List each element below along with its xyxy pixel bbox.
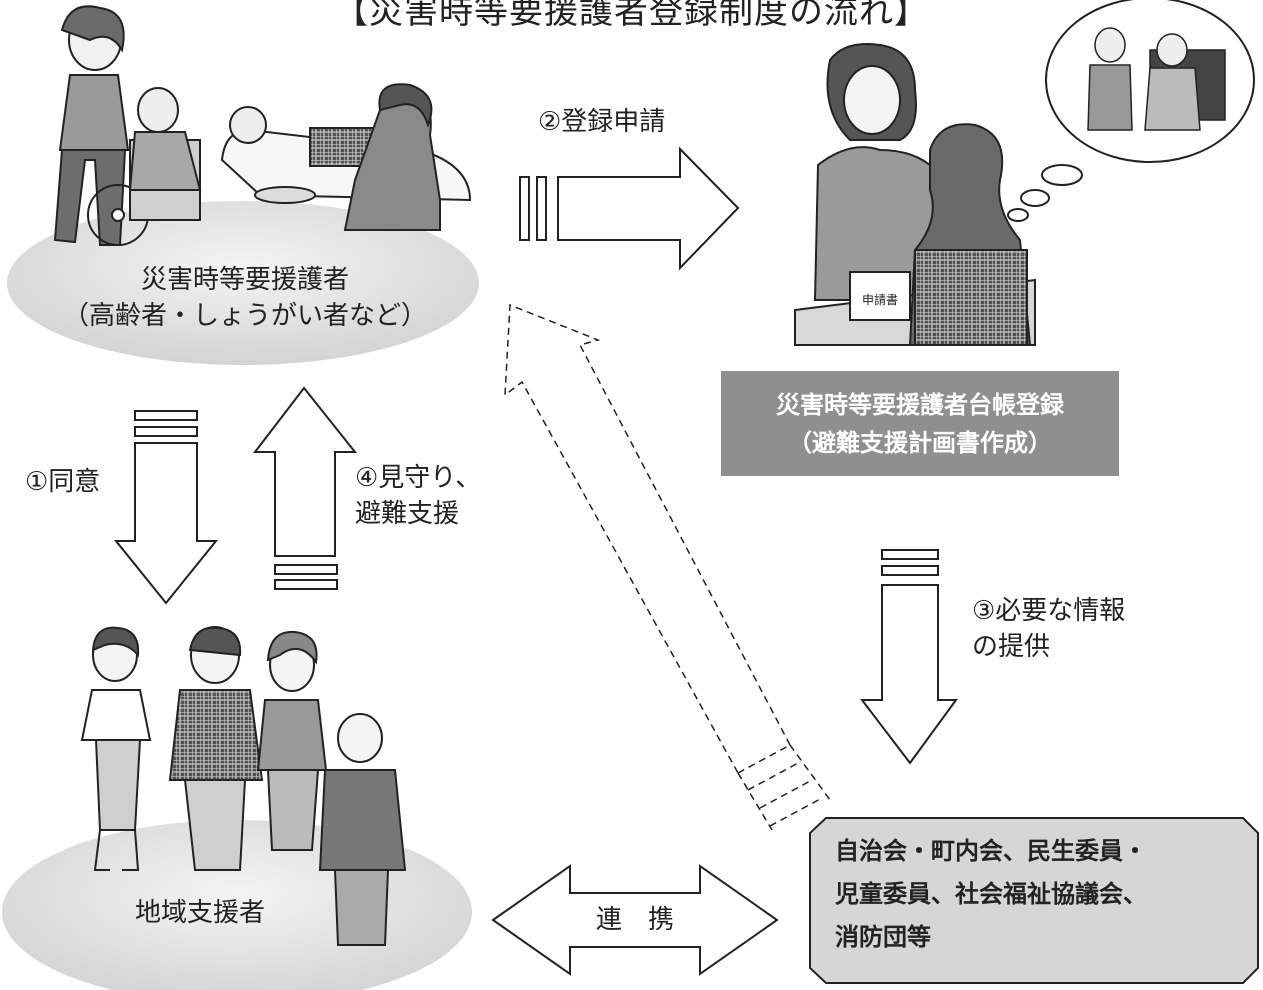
registration-arrow [519,146,740,271]
watch-support-arrow [252,386,358,590]
organizations-line3: 消防団等 [835,923,931,951]
registry-line2: （避難支援計画書作成） [788,428,1052,457]
step-consent-label: ①同意 [25,467,101,497]
info-provision-arrow [859,549,958,765]
step-watch-label: ④見守り、 避難支援 [355,460,481,532]
elderly-couple-illustration [1087,27,1226,131]
page-title: 【災害時等要援護者登録制度の流れ】 [334,0,929,32]
step-watch-line1: ④見守り、 [355,463,482,493]
local-supporters-illustration [80,626,407,946]
cooperation-arrow [491,864,779,976]
registry-line1: 災害時等要援護者台帳登録 [776,390,1064,419]
local-supporters-label: 地域支援者 [135,898,266,928]
requiring-help-line2: （高齢者・しょうがい者など） [62,301,427,331]
organizations-line2: 児童委員、社会福祉協議会、 [835,880,1147,908]
dashed-feedback-arrow [504,303,831,831]
bedridden-elder-illustration [220,83,472,231]
requiring-help-ellipse [7,201,479,365]
step-watch-line2: 避難支援 [355,499,460,529]
registry-box: 災害時等要援護者台帳登録 （避難支援計画書作成） [721,371,1119,476]
step-registration-label: ②登録申請 [538,107,666,137]
caregiver-wheelchair-illustration [53,5,202,246]
step-info-label: ③必要な情報 の提供 [972,593,1125,665]
requiring-help-label: 災害時等要援護者 （高齢者・しょうがい者など） [60,262,430,334]
consultation-illustration [794,43,1036,346]
organizations-box [809,817,1259,984]
consent-arrow [113,410,219,605]
organizations-text: 自治会・町内会、民生委員・ 児童委員、社会福祉協議会、 消防団等 [835,830,1255,959]
step-info-line2: の提供 [972,632,1051,662]
requiring-help-line1: 災害時等要援護者 [140,265,349,295]
application-form-text: 申請書 [862,293,898,307]
organizations-line1: 自治会・町内会、民生委員・ [835,837,1147,865]
cooperation-label: 連 携 [595,905,674,935]
step-info-line1: ③必要な情報 [972,596,1126,626]
